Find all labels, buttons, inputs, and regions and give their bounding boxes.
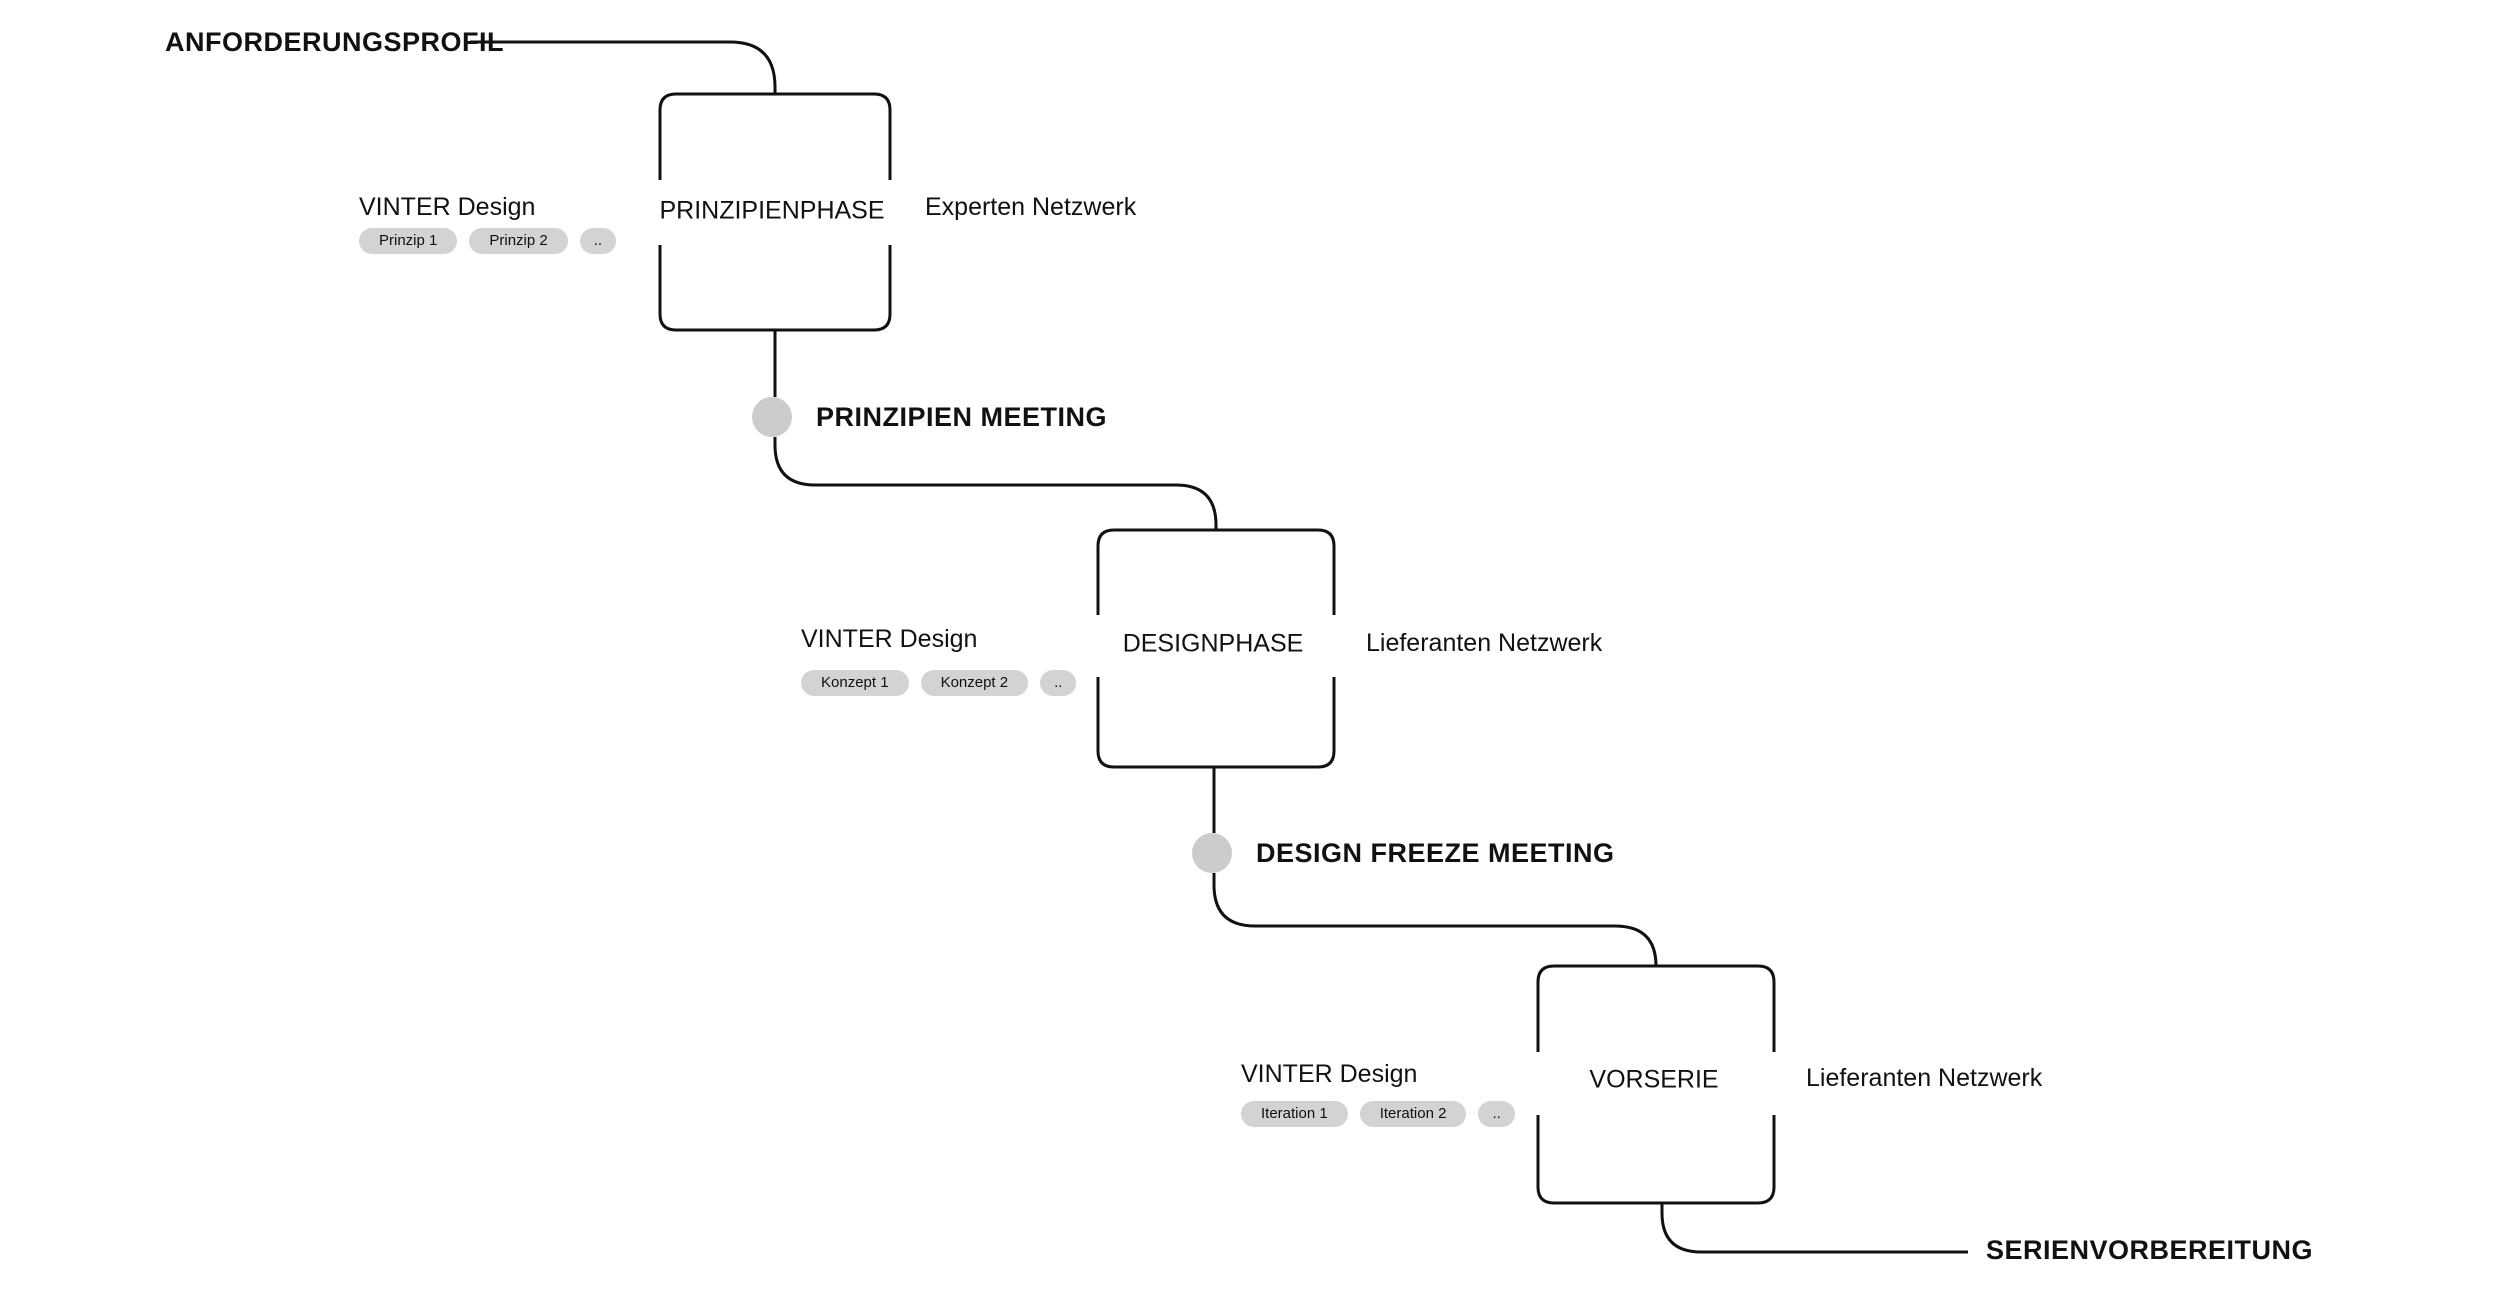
tag-pill-more: ..: [1478, 1101, 1515, 1127]
meeting-2-label: DESIGN FREEZE MEETING: [1256, 838, 1615, 868]
phase-2-outline-top: [1096, 528, 1336, 615]
phase-3-right-label: Lieferanten Netzwerk: [1806, 1064, 2043, 1092]
end-terminal-label: SERIENVORBEREITUNG: [1986, 1235, 2314, 1265]
phase-2-left-title: VINTER Design: [801, 625, 978, 653]
connector-2: [773, 437, 1218, 530]
phase-2-title: DESIGNPHASE: [1118, 629, 1308, 659]
phase-1-title: PRINZIPIENPHASE: [655, 196, 889, 226]
phase-3-outline-bottom: [1536, 1115, 1776, 1205]
phase-2-right-label: Lieferanten Netzwerk: [1366, 629, 1603, 657]
phase-3-left-title: VINTER Design: [1241, 1060, 1418, 1088]
tag-pill: Iteration 1: [1241, 1101, 1348, 1127]
connector-start: [470, 40, 777, 95]
phase-3-tags: Iteration 1 Iteration 2 ..: [1241, 1101, 1515, 1127]
phase-1-outline-left: [658, 92, 892, 180]
tag-pill-more: ..: [579, 228, 617, 254]
tag-pill-more: ..: [1040, 670, 1077, 696]
tag-pill: Konzept 2: [920, 670, 1029, 696]
tag-pill: Iteration 2: [1359, 1101, 1467, 1127]
tag-pill: Prinzip 2: [469, 228, 568, 254]
phase-3-title: VORSERIE: [1585, 1065, 1723, 1095]
tag-pill: Konzept 1: [801, 670, 909, 696]
start-terminal-label: ANFORDERUNGSPROFIL: [165, 27, 504, 57]
phase-1-right-label: Experten Netzwerk: [925, 193, 1137, 221]
connector-4: [1212, 873, 1658, 967]
phase-3-outline-top: [1536, 964, 1776, 1052]
connector-end: [1660, 1203, 1968, 1254]
tag-pill: Prinzip 1: [359, 228, 458, 254]
phase-2-outline-bottom: [1096, 677, 1336, 769]
phase-1-outline-bottom: [658, 245, 892, 332]
phase-2-tags: Konzept 1 Konzept 2 ..: [801, 670, 1077, 696]
milestone-dot: [1192, 833, 1232, 873]
meeting-1-label: PRINZIPIEN MEETING: [816, 402, 1108, 432]
milestone-dot: [752, 397, 792, 437]
phase-1-tags: Prinzip 1 Prinzip 2 ..: [359, 228, 617, 254]
phase-1-left-title: VINTER Design: [359, 193, 536, 221]
